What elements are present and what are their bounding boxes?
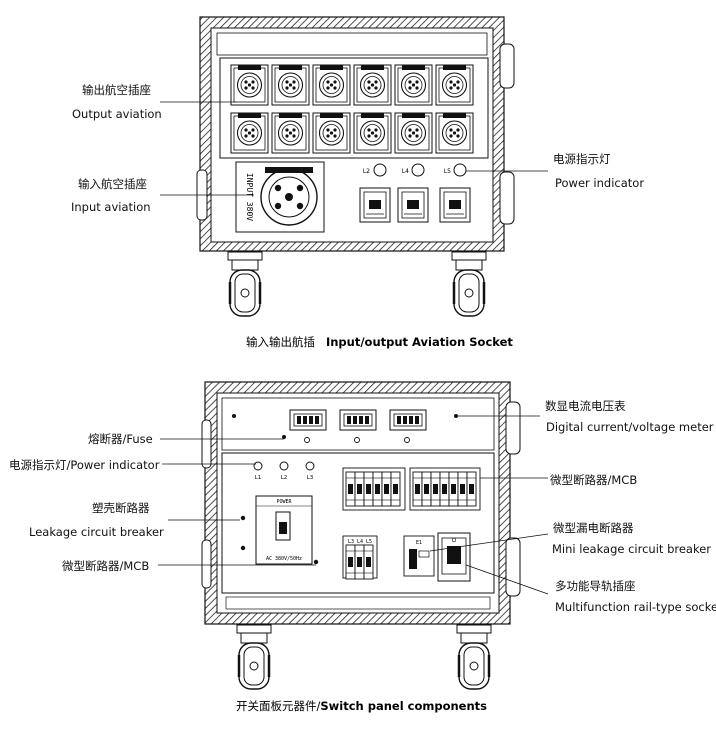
breaker-rating-text: AC 380V/50Hz	[266, 556, 302, 562]
bottom-wheels	[235, 623, 493, 691]
indicator-lamps-top: L2 L4 L5	[363, 163, 467, 177]
power-indicator-label-bottom: 电源指示灯/Power indicator	[9, 458, 160, 472]
bottom-leader-lines	[158, 415, 549, 595]
top-caption-en: Input/output Aviation Socket	[325, 335, 513, 349]
top-caption-cn: 输入输出航插	[246, 335, 315, 349]
input-label-en: Input aviation	[71, 200, 151, 214]
lamp-l1-label: L1	[255, 475, 262, 481]
bottom-caption-cn: 开关面板元器件/	[236, 699, 321, 713]
molded-case-label-cn: 塑壳断路器	[92, 501, 150, 515]
power-indicator-label-en: Power indicator	[555, 176, 645, 190]
lamp-l3b-label: L3	[307, 475, 314, 481]
power-indicator-label-cn: 电源指示灯	[553, 152, 611, 166]
meters	[232, 409, 458, 443]
molded-case-label-en: Leakage circuit breaker	[29, 525, 164, 539]
mcb-right-label: 微型断路器/MCB	[550, 473, 638, 487]
breaker-power-text: POWER	[276, 499, 292, 505]
fuse-label: 熔断器/Fuse	[88, 432, 153, 446]
top-caption: 输入输出航插 Input/output Aviation Socket	[246, 335, 513, 349]
lamp-l2-label: L2	[363, 168, 370, 175]
bottom-caption-en: Switch panel components	[320, 699, 488, 713]
mcb-group-left	[342, 467, 406, 511]
small-mcb-text: L3 L4 L5	[348, 539, 372, 545]
lamp-l2b-label: L2	[281, 475, 288, 481]
rail-socket-label-cn: 多功能导轨插座	[555, 579, 636, 593]
power-outlets-top	[359, 187, 471, 223]
e1-text: E1	[416, 540, 422, 546]
mini-leakage-label-cn: 微型漏电断路器	[553, 521, 634, 535]
output-label-en: Output aviation	[72, 107, 162, 121]
mini-leakage-label-en: Mini leakage circuit breaker	[552, 542, 712, 556]
meter-label-cn: 数显电流电压表	[545, 399, 626, 413]
rcbo-and-rail-socket: E1	[403, 532, 471, 582]
top-leader-lines	[160, 101, 548, 196]
small-mcb-group: L3 L4 L5	[342, 535, 378, 580]
lamp-l4-label: L4	[402, 168, 409, 175]
output-label-cn: 输出航空插座	[82, 83, 151, 97]
mcb-left-label: 微型断路器/MCB	[62, 559, 150, 573]
input-label-cn: 输入航空插座	[78, 177, 147, 191]
rail-socket-label-en: Multifunction rail-type socket	[555, 600, 716, 614]
meter-label-en: Digital current/voltage meter	[546, 420, 714, 434]
input-vertical-text: INPUT 380V	[245, 173, 254, 221]
mcb-group-right	[409, 467, 481, 511]
lamp-l5-label: L5	[444, 168, 451, 175]
main-breaker: POWER AC 380V/50Hz	[240, 495, 319, 565]
input-socket: INPUT 380V	[235, 161, 325, 233]
top-wheels	[226, 250, 488, 318]
bottom-caption: 开关面板元器件/Switch panel components	[236, 699, 487, 713]
